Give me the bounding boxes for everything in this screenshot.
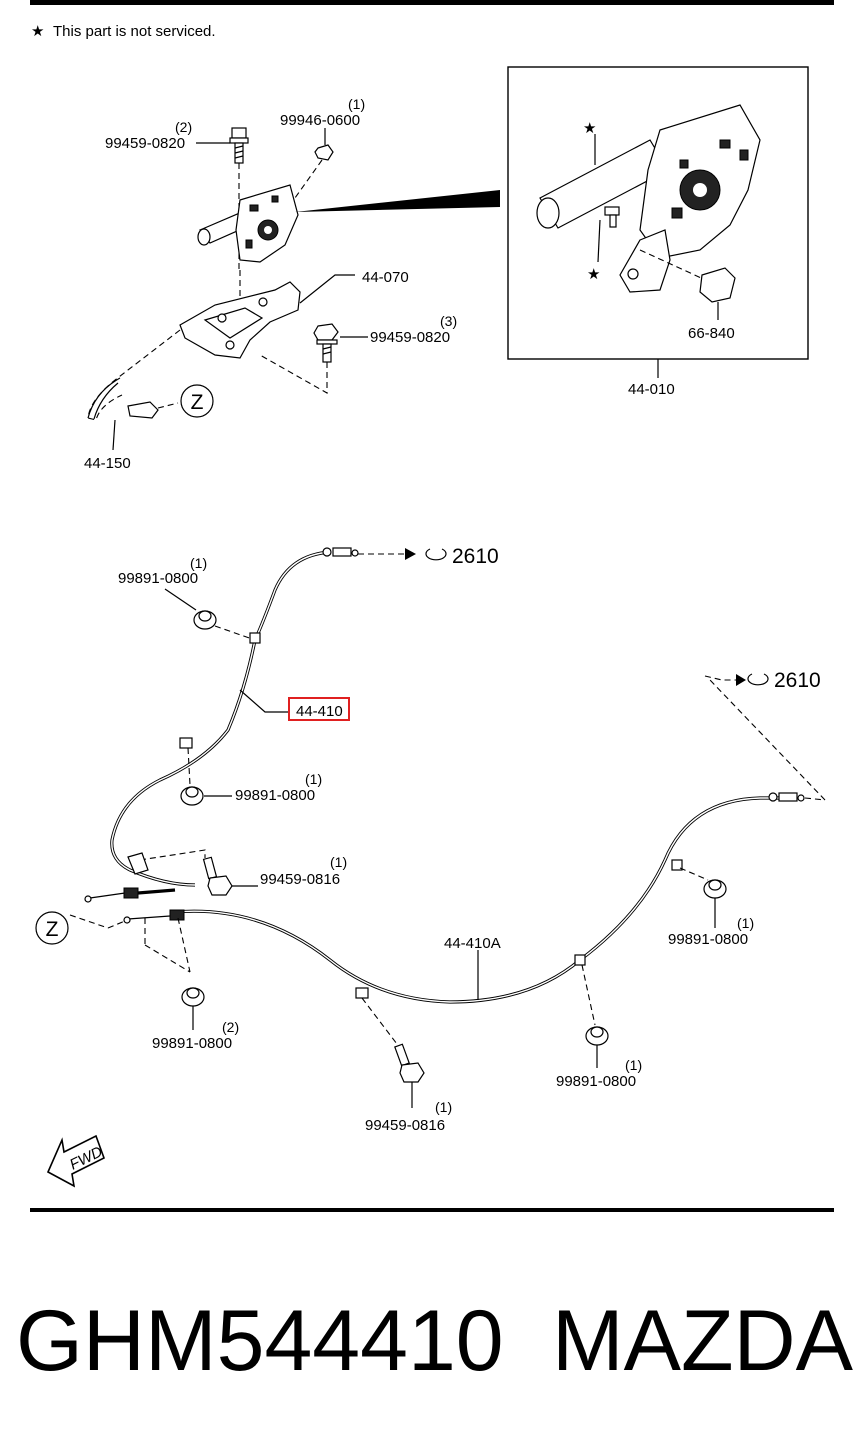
clip-1-code: 99891-0800 xyxy=(118,570,198,587)
bolt-b xyxy=(313,323,339,363)
bracket-leader xyxy=(299,274,355,304)
nut-a-code: 99946-0600 xyxy=(280,112,360,129)
brand-name: MAZDA xyxy=(552,1293,854,1389)
clip-3-code: 99891-0800 xyxy=(668,931,748,948)
clip-2-qty: (1) xyxy=(305,771,322,787)
ref-z-lower: Z xyxy=(46,918,59,941)
rear-cable-code: 44-150 xyxy=(84,455,131,472)
bolt-b-qty: (3) xyxy=(440,313,457,329)
ref-2610-symbol-a xyxy=(425,548,447,561)
cable-end-front xyxy=(322,547,359,557)
bottom-rule xyxy=(30,1208,834,1212)
fwd-arrow-icon xyxy=(46,1134,105,1188)
clip-1 xyxy=(193,610,217,630)
clip-2-code: 99891-0800 xyxy=(235,787,315,804)
top-rule xyxy=(30,0,834,5)
assembly-code: 44-010 xyxy=(628,381,675,398)
cable-a-code: 44-410A xyxy=(444,935,501,952)
highlight-box xyxy=(288,697,350,721)
bracket-code: 44-070 xyxy=(362,269,409,286)
clip-4-code: 99891-0800 xyxy=(152,1035,232,1052)
cable-44-410-leader xyxy=(239,689,288,713)
bolt-1 xyxy=(202,856,233,896)
clip-5-code: 99891-0800 xyxy=(556,1073,636,1090)
cable-44-410A xyxy=(174,796,790,1004)
ref-z-upper: Z xyxy=(191,391,204,414)
rear-cable-44-150 xyxy=(87,377,121,419)
lever-assembly-small xyxy=(197,184,299,263)
star-icon-detail-a: ★ xyxy=(583,120,596,137)
bolt-a xyxy=(229,127,249,164)
bolt-2 xyxy=(394,1043,425,1083)
lever-assembly-detail xyxy=(536,104,761,293)
part-number: GHM544410 xyxy=(16,1293,504,1389)
clip-3 xyxy=(703,879,727,899)
star-icon-detail-b: ★ xyxy=(587,266,600,283)
left-cable-ends xyxy=(84,887,185,924)
nut-a xyxy=(314,144,334,161)
bolt-a-qty: (2) xyxy=(175,119,192,135)
bolt-2-code: 99459-0816 xyxy=(365,1117,445,1134)
bolt-a-code: 99459-0820 xyxy=(105,135,185,152)
detail-screw xyxy=(604,206,620,228)
nut-a-qty: (1) xyxy=(348,96,365,112)
clip-3-qty: (1) xyxy=(737,915,754,931)
bolt-1-qty: (1) xyxy=(330,854,347,870)
clip-4 xyxy=(181,987,205,1007)
ref-2610-b: 2610 xyxy=(774,669,821,692)
ref-2610-a: 2610 xyxy=(452,545,499,568)
clip-2 xyxy=(180,786,204,806)
star-icon: ★ xyxy=(31,23,44,40)
detail-callout-wedge xyxy=(295,190,500,212)
ref-z-circle-lower xyxy=(35,911,69,945)
cable-end-right xyxy=(768,792,805,802)
clip-5 xyxy=(585,1026,609,1046)
detail-part-66-840 xyxy=(699,267,736,303)
clip-5-qty: (1) xyxy=(625,1057,642,1073)
bolt-b-code: 99459-0820 xyxy=(370,329,450,346)
clip-1-qty: (1) xyxy=(190,555,207,571)
bolt-2-qty: (1) xyxy=(435,1099,452,1115)
detail-part-code: 66-840 xyxy=(688,325,735,342)
highlighted-part-code: 44-410 xyxy=(296,703,343,720)
bracket xyxy=(179,281,301,359)
ref-2610-symbol-b xyxy=(747,673,769,686)
clip-4-qty: (2) xyxy=(222,1019,239,1035)
not-serviced-note: This part is not serviced. xyxy=(53,23,216,40)
ref-z-circle-upper xyxy=(180,384,214,418)
bolt-1-code: 99459-0816 xyxy=(260,871,340,888)
